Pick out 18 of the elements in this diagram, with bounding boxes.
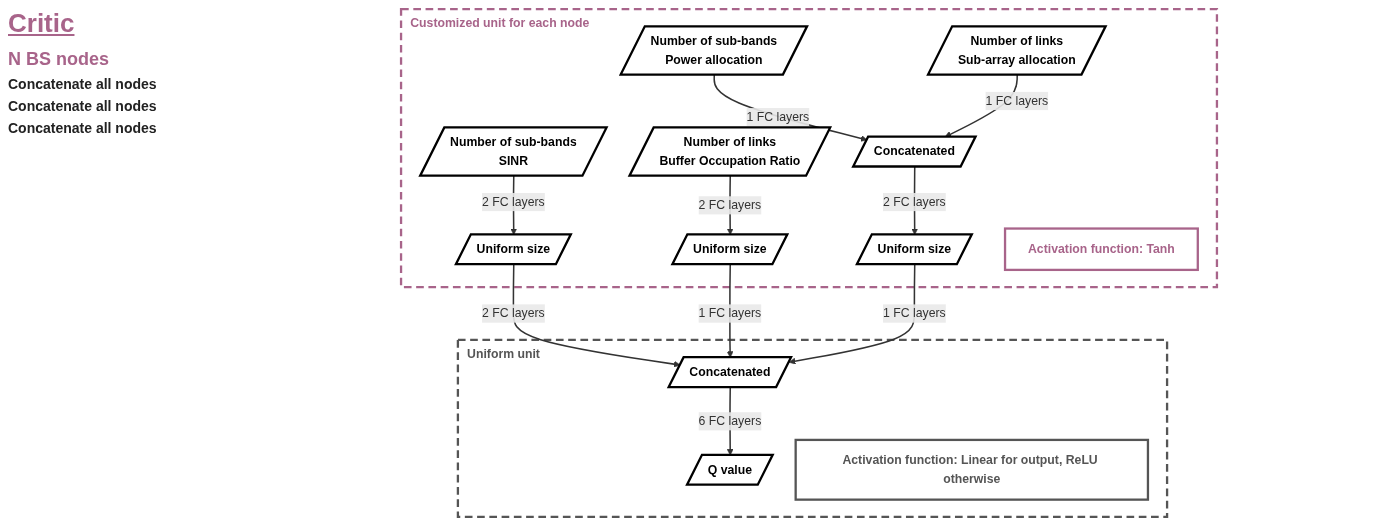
note-label: Concatenate all nodes xyxy=(8,76,158,92)
arrow xyxy=(788,263,916,364)
edge-label: 2 FC layers xyxy=(698,197,762,211)
edge-label: 1 FC layers xyxy=(698,306,762,320)
node-box: Activation function: Tanh xyxy=(1003,226,1199,271)
node-box: Activation function: Linear for output, ReLU otherwise xyxy=(794,438,1150,501)
edge-label: 1 FC layers xyxy=(746,109,810,123)
note-label: N BS nodes xyxy=(8,49,110,70)
edge-label: 2 FC layers xyxy=(883,194,946,208)
note-label: Concatenate all nodes xyxy=(8,98,158,114)
edge-label: 6 FC layers xyxy=(698,413,762,427)
diagram-title: Critic xyxy=(8,8,76,39)
edge-label: 2 FC layers xyxy=(482,194,545,208)
edge-label: 1 FC layers xyxy=(883,306,946,320)
edge-label: 1 FC layers xyxy=(985,93,1049,107)
note-label: Concatenate all nodes xyxy=(8,120,158,136)
arrow xyxy=(512,263,681,367)
edge-label: 2 FC layers xyxy=(482,306,545,320)
